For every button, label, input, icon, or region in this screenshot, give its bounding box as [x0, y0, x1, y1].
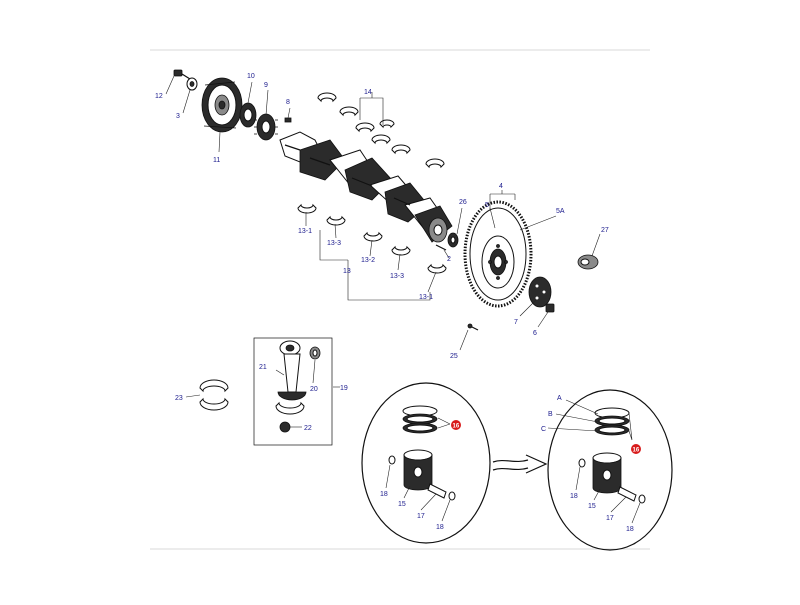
- callout-15-a: 15: [398, 501, 406, 508]
- callout-18-a: 18: [380, 491, 388, 498]
- clip-18-right-a: [578, 458, 586, 468]
- callout-4: 4: [499, 183, 503, 190]
- piston-15-right: [592, 452, 622, 494]
- piston-rings-left: [402, 405, 438, 434]
- key-8: [284, 117, 292, 123]
- callout-a: A: [557, 395, 562, 402]
- callout-5a: 5A: [556, 208, 565, 215]
- callout-9: 9: [264, 82, 268, 89]
- piston-rings-right: [594, 407, 630, 436]
- pin-25: [467, 323, 479, 331]
- dowel-pin-2: [435, 244, 447, 251]
- callout-17-b: 17: [606, 515, 614, 522]
- piston-15-left: [403, 449, 433, 491]
- callout-b: B: [548, 411, 553, 418]
- crankshaft: [279, 131, 453, 243]
- arrow-right-icon: [492, 454, 548, 474]
- callout-c: C: [541, 426, 546, 433]
- callout-25: 25: [450, 353, 458, 360]
- callouts: 12 3 10 9 8 11 14 4 5 5A 26 27 2 7 6 25 …: [155, 73, 634, 533]
- callout-22: 22: [304, 425, 312, 432]
- gear-9: [254, 113, 278, 141]
- con-rod-box: [253, 337, 333, 446]
- plate-7: [528, 276, 552, 308]
- callout-23: 23: [175, 395, 183, 402]
- callout-27: 27: [601, 227, 609, 234]
- callout-13-1-b: 13-1: [419, 294, 433, 301]
- callout-18-b: 18: [436, 524, 444, 531]
- callout-13: 13: [343, 268, 351, 275]
- callout-13-2: 13-2: [361, 257, 375, 264]
- pin-17-right: [617, 486, 637, 502]
- thrust-washer-26: [447, 232, 459, 248]
- connecting-rod-21: [275, 340, 307, 415]
- callout-15-b: 15: [588, 503, 596, 510]
- callout-10: 10: [247, 73, 255, 80]
- bushing-27: [577, 254, 599, 270]
- rod-bearing-23: [199, 379, 229, 411]
- callout-3: 3: [176, 113, 180, 120]
- nut-22: [279, 421, 291, 433]
- callout-5: 5: [485, 202, 489, 209]
- bearing-shells-14: [317, 92, 445, 169]
- callout-6: 6: [533, 330, 537, 337]
- callout-13-3-b: 13-3: [390, 273, 404, 280]
- callout-18-c: 18: [570, 493, 578, 500]
- callout-2: 2: [447, 256, 451, 263]
- bearing-shells-13: [297, 203, 447, 274]
- callout-12: 12: [155, 93, 163, 100]
- callout-13-1-a: 13-1: [298, 228, 312, 235]
- piston-oval-right: [547, 389, 673, 551]
- bolt-6: [545, 303, 555, 313]
- clip-18-left-a: [388, 455, 396, 465]
- callout-19: 19: [340, 385, 348, 392]
- badge-16-left-label: 16: [453, 424, 460, 430]
- callout-8: 8: [286, 99, 290, 106]
- badge-16-left: 16: [451, 420, 461, 430]
- pin-17-left: [427, 483, 447, 499]
- piston-oval-left: [361, 382, 491, 544]
- callout-13-3-a: 13-3: [327, 240, 341, 247]
- badge-16-right-label: 16: [633, 448, 640, 454]
- bushing-20: [309, 346, 321, 360]
- clip-18-right-b: [638, 494, 646, 504]
- leader-lines: [165, 75, 641, 524]
- callout-26: 26: [459, 199, 467, 206]
- callout-21: 21: [259, 364, 267, 371]
- callout-18-d: 18: [626, 526, 634, 533]
- callout-20: 20: [310, 386, 318, 393]
- flywheel-5: [463, 200, 533, 308]
- pulley-11: [201, 77, 243, 133]
- seal-10: [239, 102, 257, 128]
- callout-11: 11: [213, 157, 220, 164]
- washer-3: [186, 77, 198, 91]
- callout-17-a: 17: [417, 513, 425, 520]
- callout-14: 14: [364, 89, 372, 96]
- bolt-12: [173, 69, 191, 80]
- clip-18-left-b: [448, 491, 456, 501]
- callout-7: 7: [514, 319, 518, 326]
- badge-16-right: 16: [631, 444, 641, 454]
